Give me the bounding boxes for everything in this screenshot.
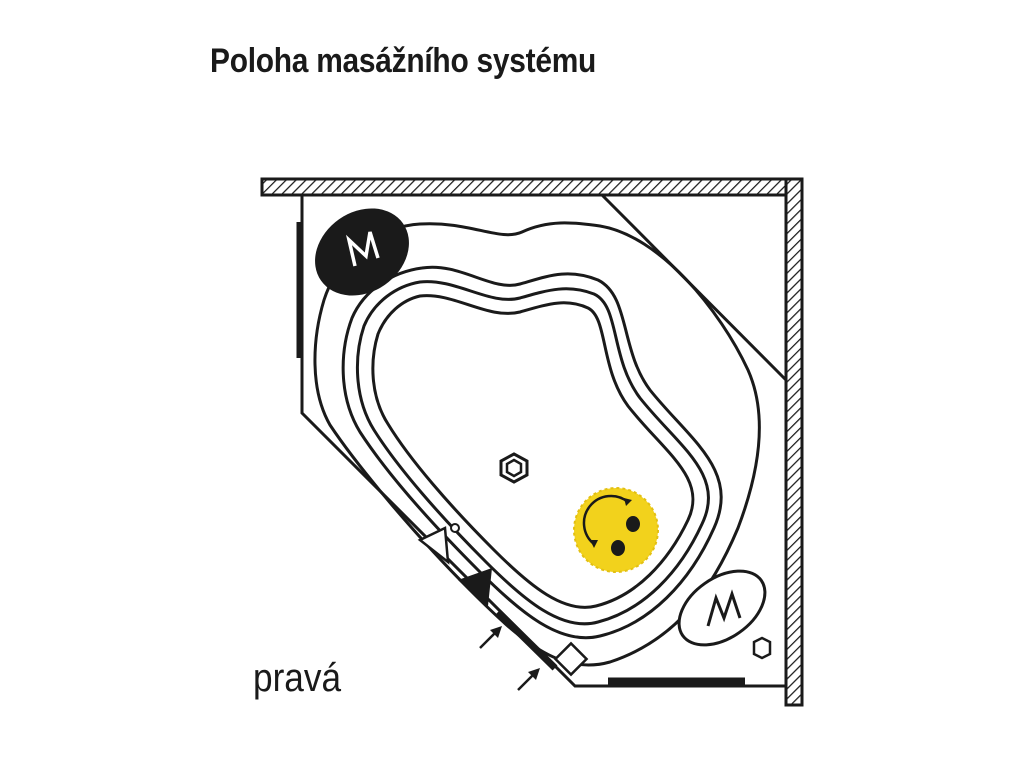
arrow-icon [479,626,502,649]
side-label: pravá [253,656,342,700]
top-wall [260,177,804,197]
triangle-filled-icon [458,568,492,606]
hex-drain-icon [499,452,529,484]
bath-rim-contour-2 [341,265,723,640]
massage-motor-icon [315,208,409,296]
walls [260,177,804,707]
triangle-outline-icon [417,523,460,565]
massage-motor-icon-2 [677,569,767,647]
basin-inner [371,294,695,609]
right-wall [784,177,804,707]
valve-square-icon [553,641,589,677]
page-title: Poloha masážního systému [210,42,597,80]
tub-outer-rim [300,193,788,688]
bath-rim-contour [313,221,761,667]
basin-outer [356,280,710,626]
hex-nut-icon [752,636,772,660]
smiley-button-icon [573,487,659,573]
arrow-icon-2 [517,668,540,691]
